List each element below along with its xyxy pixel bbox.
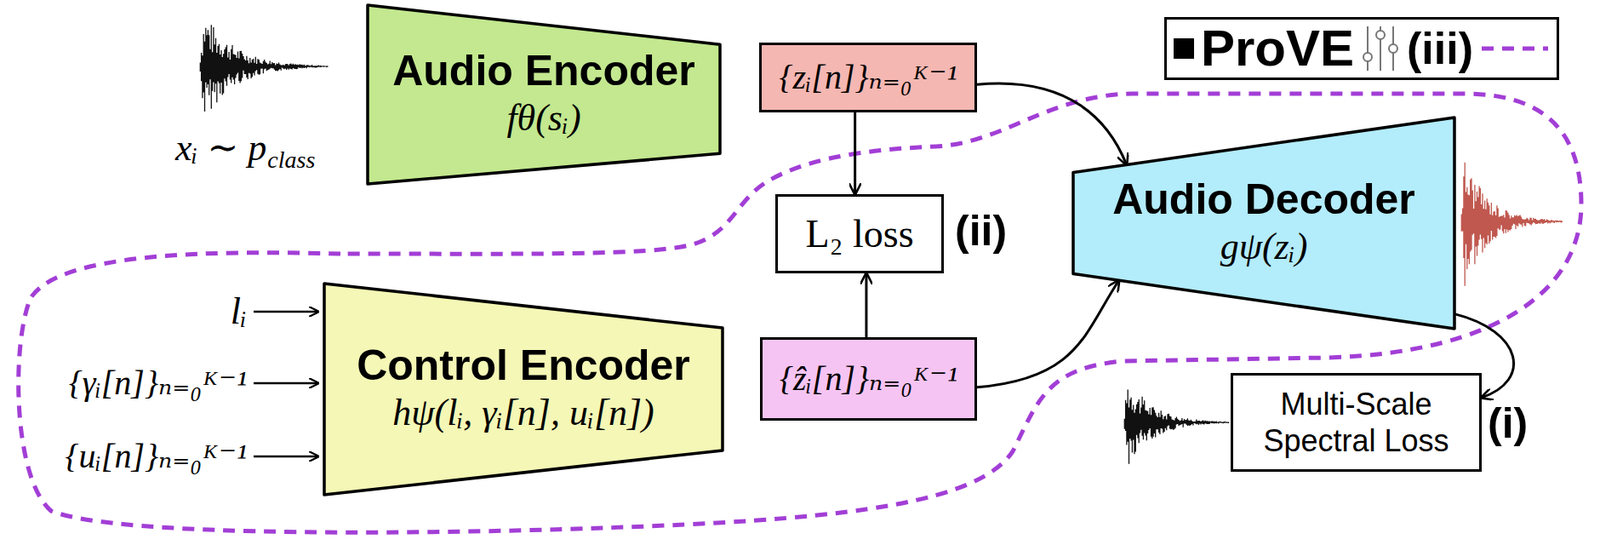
input-arrow (253, 310, 319, 314)
node-text: gψ(zᵢ) (1220, 222, 1309, 270)
trapezoid-outline (367, 5, 720, 184)
callout-number: (i) (1487, 400, 1528, 447)
node-text: L₂ loss (805, 210, 914, 258)
legend-box: ProVE (iii) (1164, 17, 1560, 80)
target-waveform (1123, 389, 1229, 464)
node-title: Control Encoder (356, 342, 691, 389)
connector-arrow (977, 280, 1120, 388)
distribution-label: xᵢ ∼ p (175, 125, 267, 172)
audio-decoder: Audio Decodergψ(zᵢ) (1073, 117, 1455, 329)
connector-arrow (864, 273, 868, 338)
node-text: {zᵢ[n]}ₙ₌₀ᴷ⁻¹ (778, 57, 957, 98)
connector-arrow (853, 112, 857, 195)
input-arrow (253, 455, 319, 458)
audio-encoder: Audio Encoderfθ(sᵢ) (367, 5, 720, 184)
latent-box: {ẑᵢ[n]}ₙ₌₀ᴷ⁻¹ (760, 337, 978, 421)
callout-number: (iii) (1406, 26, 1474, 71)
prove-region-outline (18, 93, 1582, 532)
legend-text: ProVE (1200, 22, 1355, 75)
loss-box: L₂ loss (775, 194, 944, 274)
input-label: {uᵢ[n]}ₙ₌₀ᴷ⁻¹ (64, 435, 247, 477)
connector-arrow (977, 83, 1127, 165)
control-encoder: Control Encoderhψ(lᵢ, γᵢ[n], uᵢ[n]) (324, 283, 723, 495)
node-title: Audio Encoder (392, 47, 696, 95)
input-arrow (253, 382, 319, 385)
node-text: Multi-Scale Spectral Loss (1241, 385, 1470, 459)
input-waveform (199, 24, 328, 112)
loss-box: Multi-Scale Spectral Loss (1230, 372, 1481, 472)
output-waveform (1460, 162, 1563, 286)
latent-box: {zᵢ[n]}ₙ₌₀ᴷ⁻¹ (759, 42, 978, 113)
legend-square (1173, 38, 1195, 59)
node-text: fθ(sᵢ) (506, 94, 581, 142)
trapezoid-outline (324, 283, 723, 495)
slider-icon (1360, 22, 1400, 75)
subscript-label: class (267, 148, 315, 172)
input-label: lᵢ (230, 289, 247, 335)
node-text: hψ(lᵢ, γᵢ[n], uᵢ[n]) (392, 388, 655, 436)
input-label: {γᵢ[n]}ₙ₌₀ᴷ⁻¹ (68, 362, 247, 404)
trapezoid-outline (1073, 117, 1455, 329)
legend-dash-sample (1480, 40, 1550, 58)
node-text: {ẑᵢ[n]}ₙ₌₀ᴷ⁻¹ (779, 358, 958, 400)
callout-number: (ii) (954, 207, 1007, 255)
node-title: Audio Decoder (1112, 176, 1416, 223)
